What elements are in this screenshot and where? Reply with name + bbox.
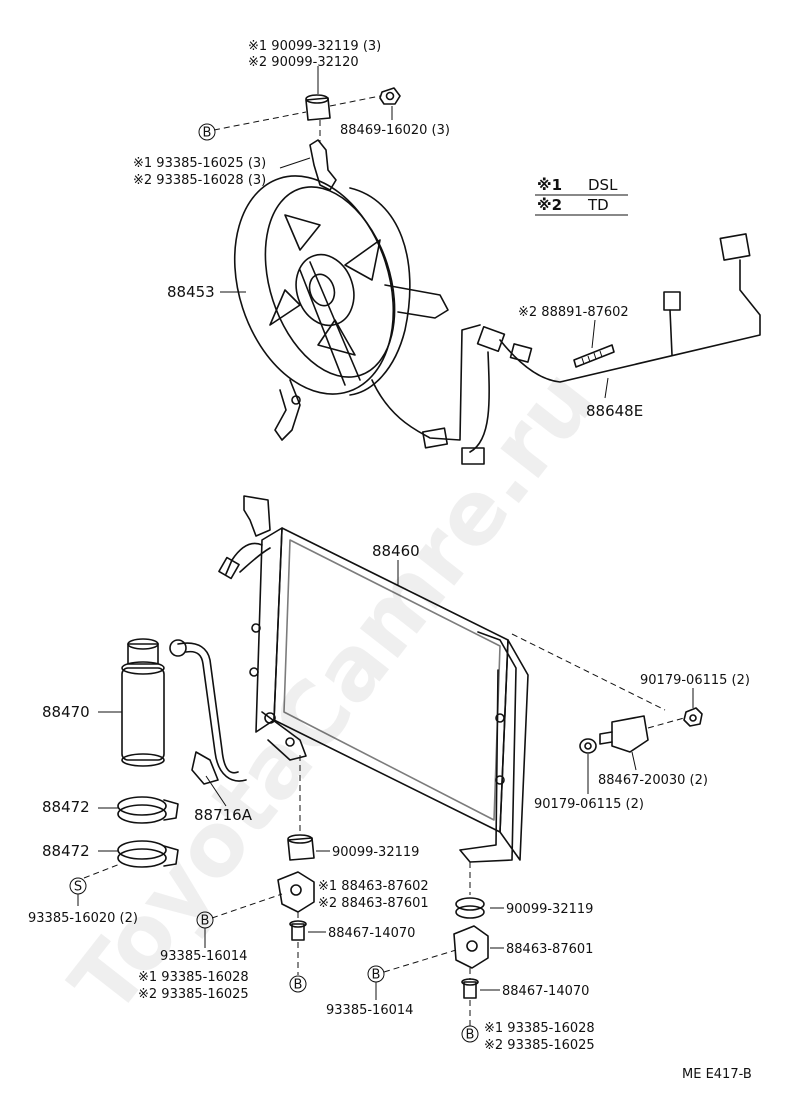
tube-drawing (169, 639, 247, 785)
figure-code: ME E417-B (682, 1067, 752, 1082)
label-bottom-right-1: ※1 93385-16028 (484, 1021, 595, 1036)
label-pin-left: 88467-14070 (328, 926, 415, 941)
label-b-left-screw: 93385-16014 (160, 949, 247, 964)
condenser-drawing (218, 495, 529, 863)
legend-mark-1: ※1 (537, 176, 562, 194)
label-bottom-left-2: ※2 93385-16025 (138, 987, 249, 1002)
part-labels: ※1 90099-32119 (3) ※2 90099-32120 88469-… (28, 39, 752, 1082)
label-fan-bolt-2: ※2 90099-32120 (248, 55, 359, 70)
label-s-screw: 93385-16020 (2) (28, 911, 138, 926)
b-right-mark: B (466, 1028, 475, 1043)
b-left2-mark: B (294, 978, 303, 993)
receiver-drawing (121, 638, 165, 767)
label-tube: 88716A (194, 806, 253, 824)
b-left-mark: B (201, 914, 210, 929)
label-condenser: 88460 (372, 542, 420, 560)
label-bottom-left-1: ※1 93385-16028 (138, 970, 249, 985)
label-fan-assembly: 88453 (167, 283, 215, 301)
label-bottom-right-2: ※2 93385-16025 (484, 1038, 595, 1053)
label-clamp-1: 88472 (42, 798, 90, 816)
label-nut-right-top: 90179-06115 (2) (640, 673, 750, 688)
b-mid-mark: B (372, 968, 381, 983)
label-wire-stud: ※2 88891-87602 (518, 305, 629, 320)
legend-value-2: TD (587, 196, 609, 214)
label-wire-harness: 88648E (586, 402, 643, 420)
label-b-mid-screw: 93385-16014 (326, 1003, 413, 1018)
label-fan-screw-2: ※2 93385-16028 (3) (133, 173, 266, 188)
label-switch: 88467-20030 (2) (598, 773, 708, 788)
label-pin-right: 88467-14070 (502, 984, 589, 999)
label-fan-nut: 88469-16020 (3) (340, 123, 450, 138)
fan-b-mark: B (203, 126, 212, 141)
label-nut-right-bottom: 90179-06115 (2) (534, 797, 644, 812)
leader-lines (77, 66, 694, 1000)
label-cushion-right: 90099-32119 (506, 902, 593, 917)
legend-value-1: DSL (588, 176, 618, 194)
label-cushion-left: 90099-32119 (332, 845, 419, 860)
label-fan-screw-1: ※1 93385-16025 (3) (133, 156, 266, 171)
label-clamp-2: 88472 (42, 842, 90, 860)
clamp-drawings (83, 796, 179, 879)
bottom-left-hardware-drawing (211, 834, 315, 975)
bottom-right-hardware-drawing (383, 897, 489, 1026)
fan-hardware (213, 87, 401, 142)
label-receiver: 88470 (42, 703, 90, 721)
wire-harness-drawing (371, 233, 761, 465)
circle-marks: B S B B B B (69, 123, 479, 1043)
legend: ※1 DSL ※2 TD (535, 176, 628, 216)
label-bracket-right: 88463-87601 (506, 942, 593, 957)
s-mark: S (74, 880, 82, 895)
fan-assembly-drawing (233, 139, 449, 441)
label-bracket-left-2: ※2 88463-87601 (318, 896, 429, 911)
label-fan-bolt-1: ※1 90099-32119 (3) (248, 39, 381, 54)
right-hardware-drawing (579, 707, 703, 754)
legend-mark-2: ※2 (537, 196, 562, 214)
label-bracket-left-1: ※1 88463-87602 (318, 879, 429, 894)
